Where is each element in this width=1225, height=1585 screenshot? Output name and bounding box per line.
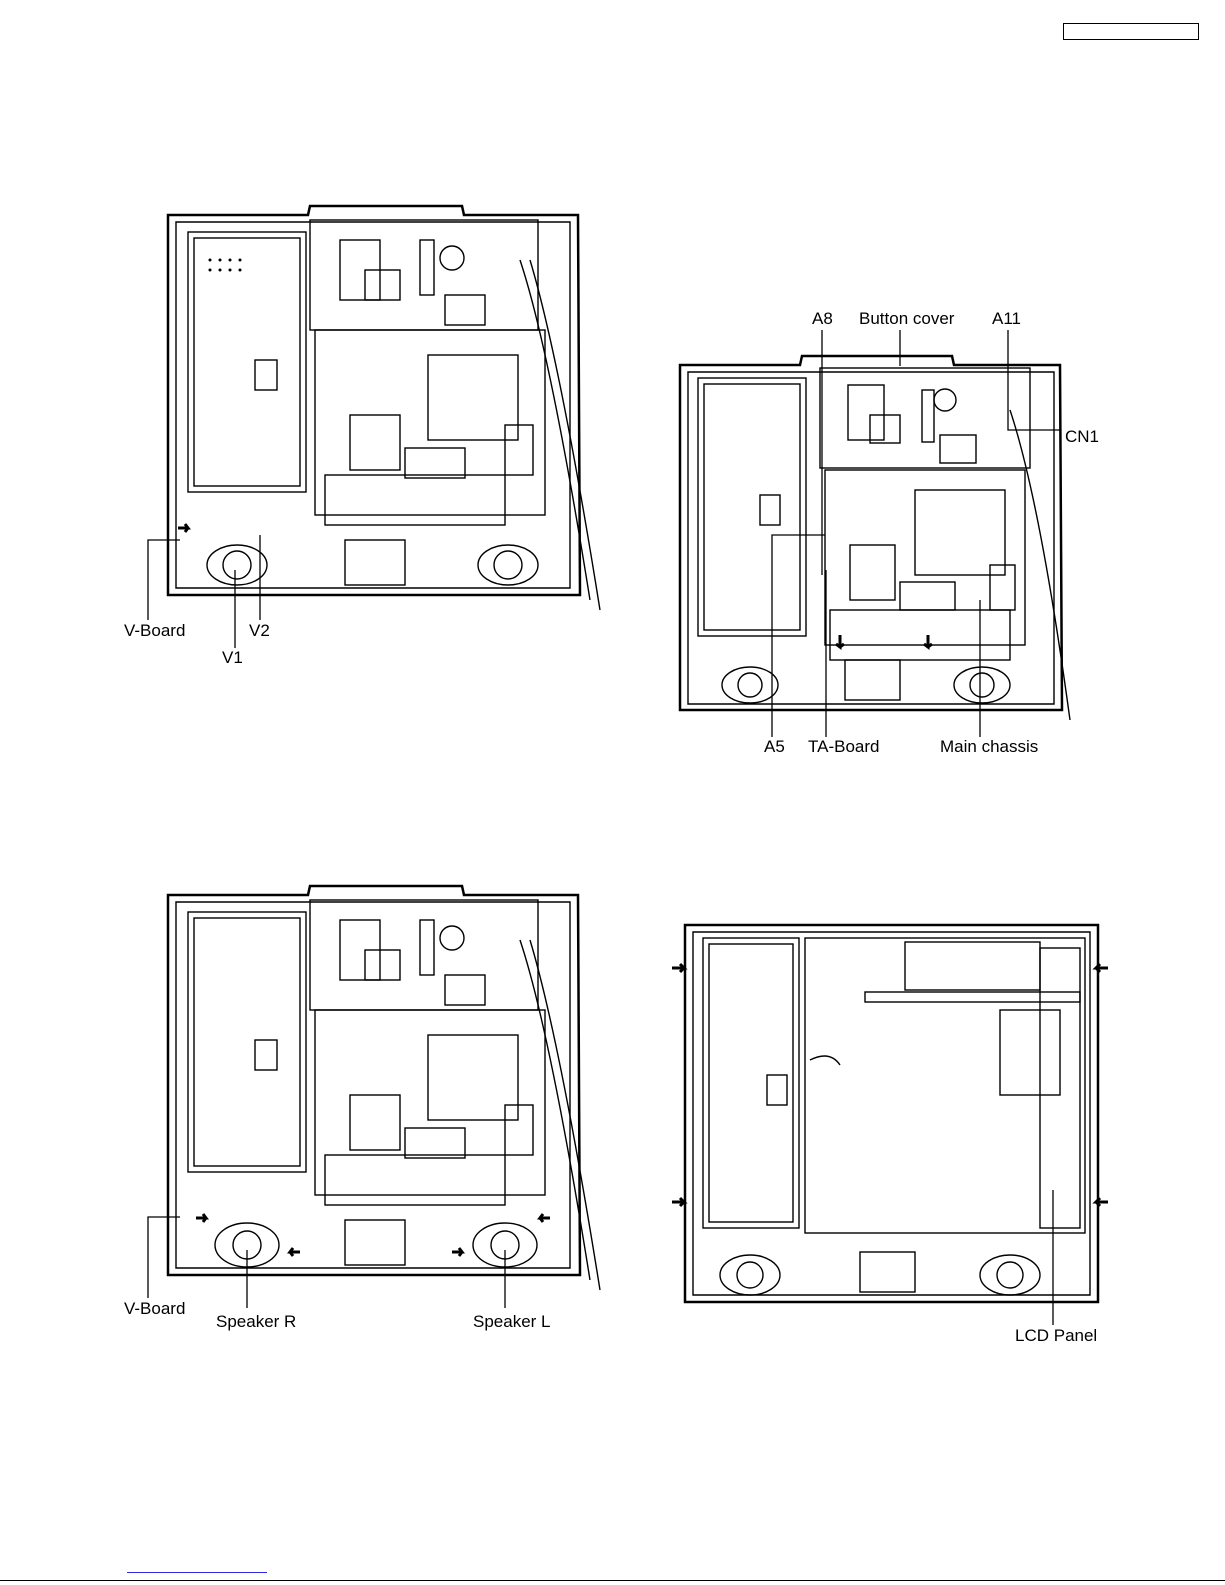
label-v2: V2 <box>249 621 270 640</box>
arrow-icon <box>836 635 844 647</box>
label-v1: V1 <box>222 648 243 667</box>
label-main-chassis: Main chassis <box>940 737 1038 756</box>
label-a11: A11 <box>992 309 1021 328</box>
arrow-icon <box>672 1198 684 1206</box>
label-cn1: CN1 <box>1065 427 1099 446</box>
label-ta-board: TA-Board <box>808 737 880 756</box>
label-speaker-l: Speaker L <box>473 1312 551 1331</box>
tv-chassis-frame <box>168 206 600 610</box>
arrow-icon <box>196 1214 206 1222</box>
diagram-v-board-removal: V-Board V2 V1 <box>110 200 620 670</box>
label-v-board: V-Board <box>124 1299 185 1318</box>
tv-chassis-frame <box>680 356 1070 720</box>
label-speaker-r: Speaker R <box>216 1312 296 1331</box>
label-a5: A5 <box>764 737 785 756</box>
label-button-cover: Button cover <box>859 309 955 328</box>
leader-lines <box>148 1217 505 1308</box>
diagram-main-chassis-removal: A8 Button cover A11 CN1 A5 TA-Board Main… <box>660 300 1120 770</box>
tv-chassis-frame <box>168 886 600 1290</box>
arrow-icon <box>1096 1198 1108 1206</box>
label-a8: A8 <box>812 309 833 328</box>
arrow-icon <box>290 1248 300 1256</box>
tv-chassis-frame <box>685 925 1098 1302</box>
label-v-board: V-Board <box>124 621 185 640</box>
arrow-icon <box>178 524 188 532</box>
dot-grid <box>209 259 242 272</box>
page-number-box <box>1063 23 1199 40</box>
arrow-icon <box>540 1214 550 1222</box>
footer-divider <box>0 1580 1225 1581</box>
diagram-speaker-removal: V-Board Speaker R Speaker L <box>110 880 620 1350</box>
arrow-icon <box>672 964 684 972</box>
arrow-icon <box>924 635 932 647</box>
diagram-lcd-panel-removal: LCD Panel <box>660 920 1120 1360</box>
arrow-icon <box>1096 964 1108 972</box>
footer-link-underline[interactable] <box>127 1572 267 1573</box>
arrow-icon <box>452 1248 462 1256</box>
label-lcd-panel: LCD Panel <box>1015 1326 1097 1345</box>
leader-lines <box>772 330 1060 737</box>
